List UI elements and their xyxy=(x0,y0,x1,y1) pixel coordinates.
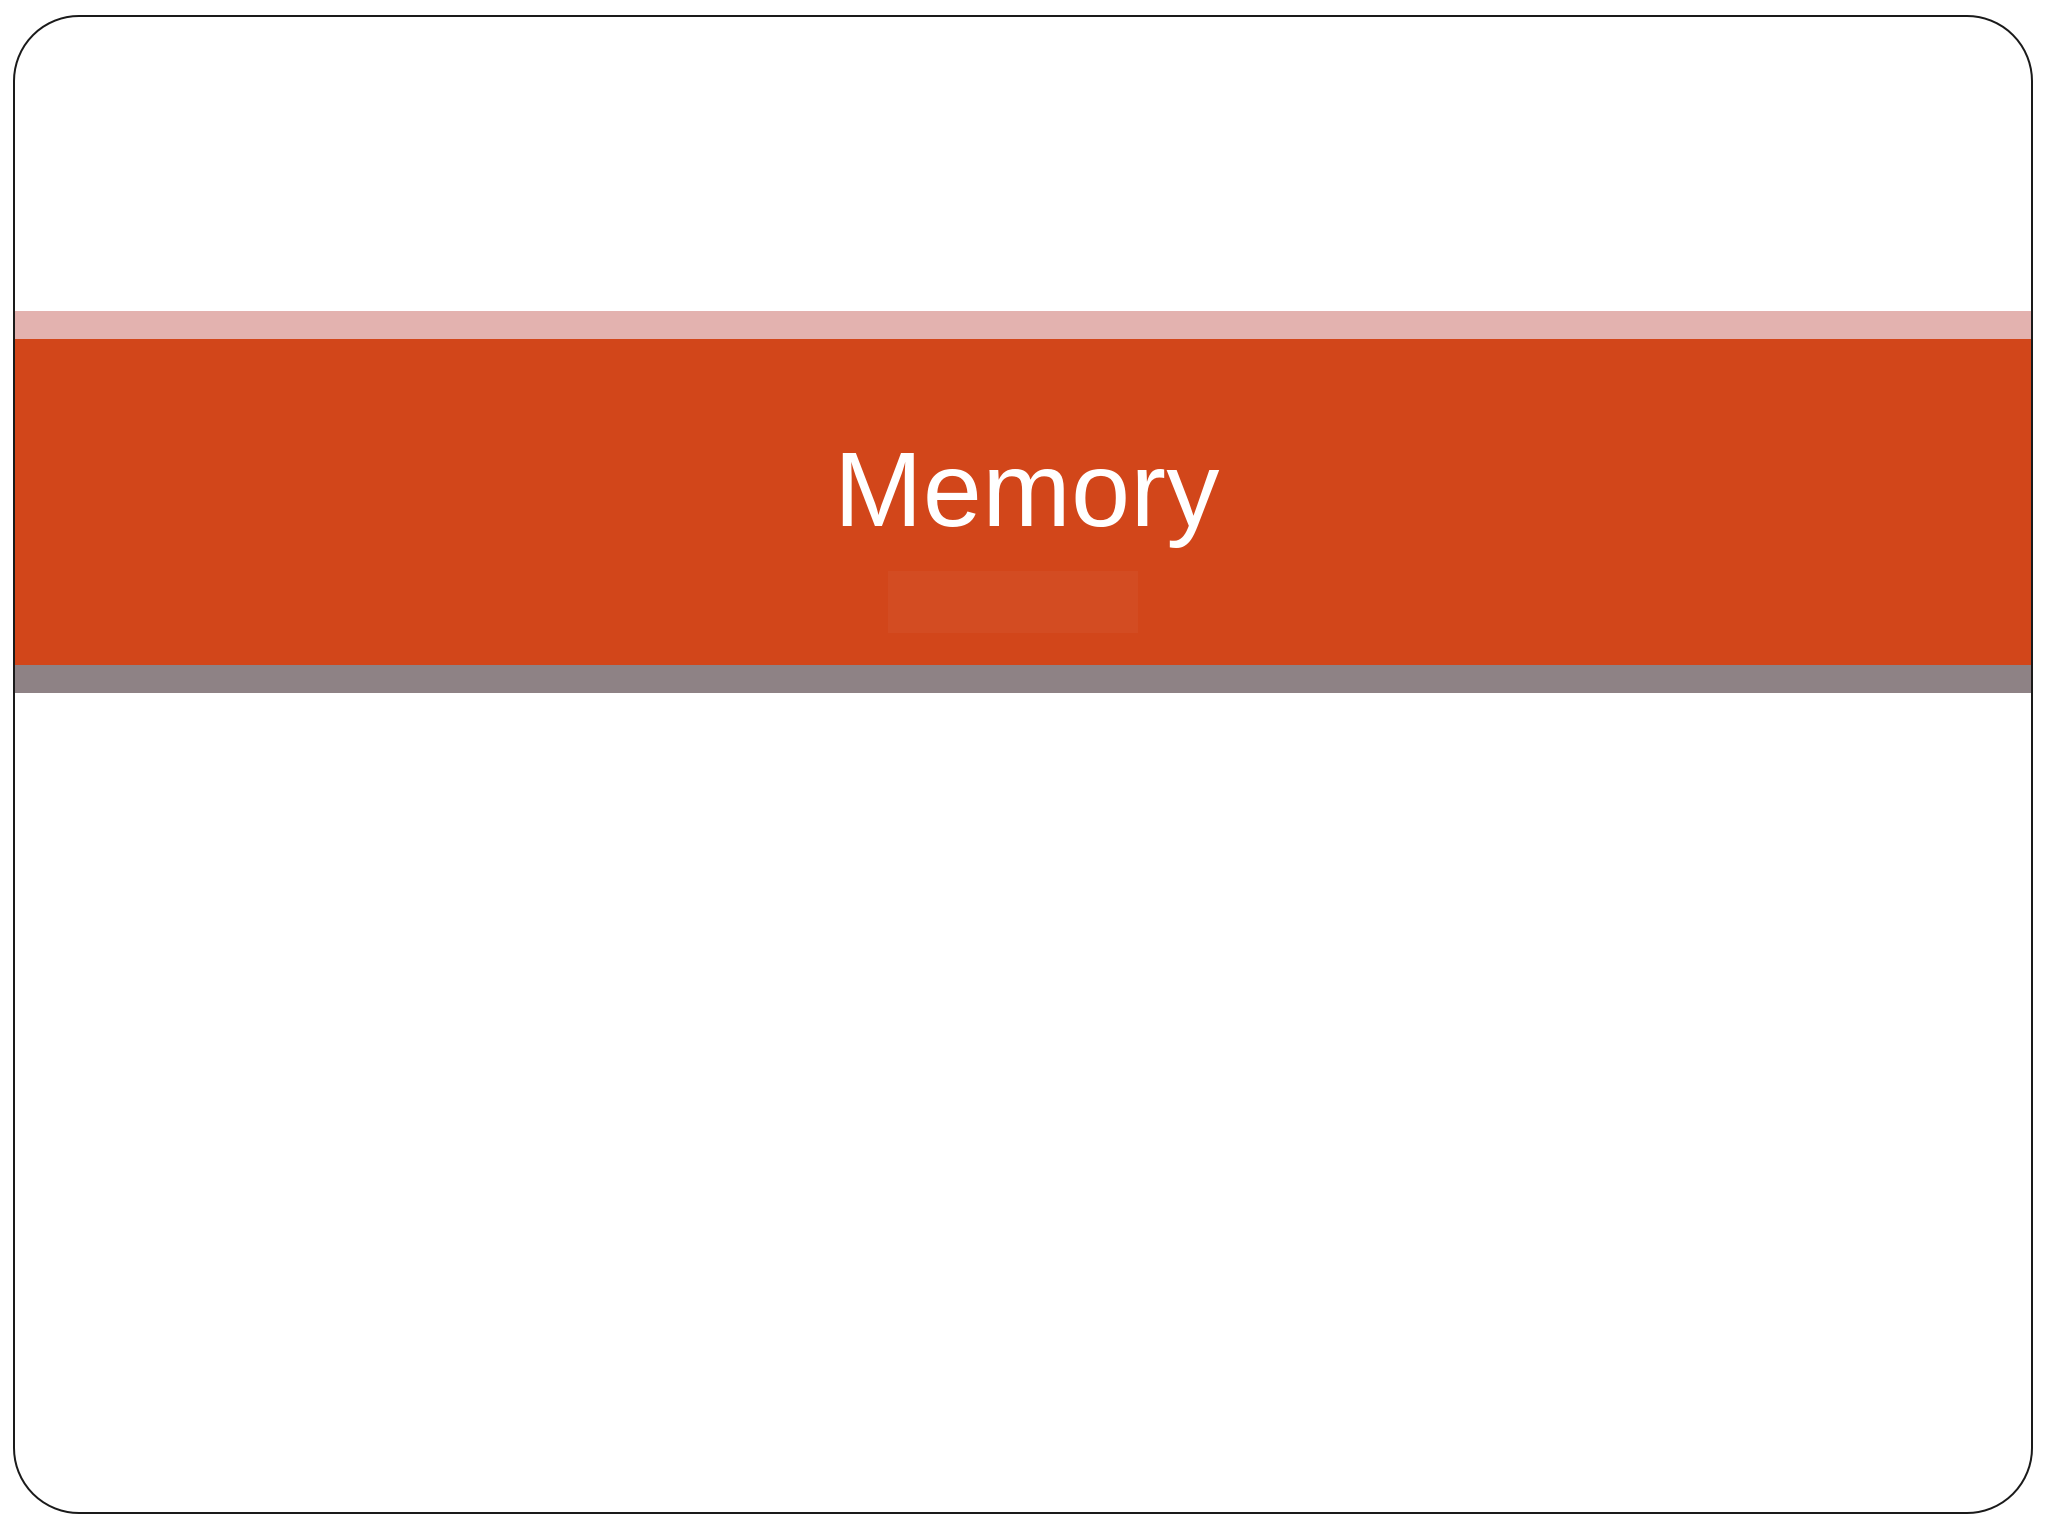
title-band xyxy=(15,339,2031,665)
slide-canvas: Memory xyxy=(13,15,2033,1514)
title-accent-band-bottom xyxy=(15,665,2031,693)
slide-content-area-body xyxy=(15,693,2031,1512)
title-ghost-block xyxy=(888,571,1138,633)
title-accent-band-top xyxy=(15,311,2031,339)
slide-content-area-top xyxy=(15,17,2031,311)
